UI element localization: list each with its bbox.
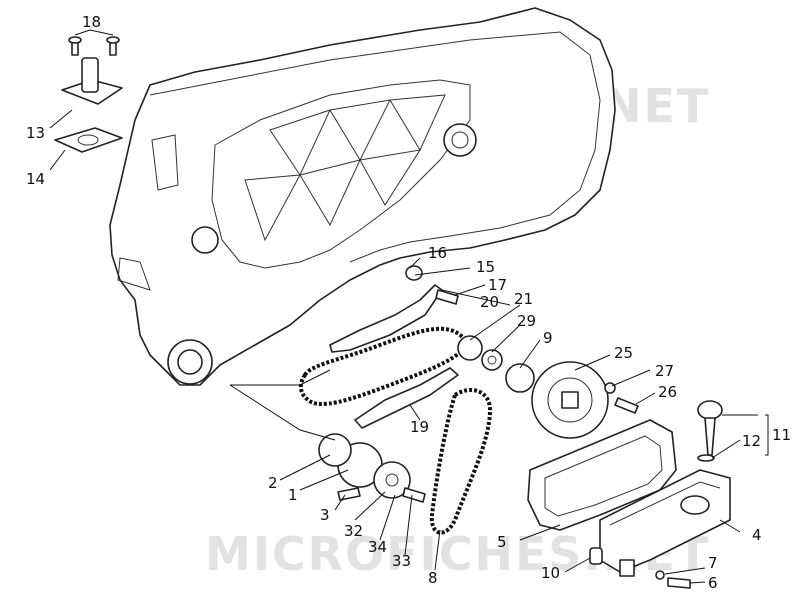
leader-lines [49, 29, 769, 584]
callout-19: 19 [410, 418, 429, 436]
callout-15: 15 [476, 258, 495, 276]
callout-8: 8 [428, 569, 438, 587]
callout-29: 29 [517, 312, 536, 330]
callout-26: 26 [658, 383, 677, 401]
chain-tensioner-assembly [54, 36, 123, 153]
callout-3: 3 [320, 506, 330, 524]
callout-13: 13 [26, 124, 45, 142]
crankcase-housing [109, 7, 616, 386]
callout-6: 6 [708, 574, 718, 592]
gasket-2 [318, 433, 352, 467]
callout-32: 32 [344, 522, 363, 540]
washer-7 [655, 570, 665, 580]
callout-34: 34 [368, 538, 387, 556]
bolt-17 [435, 289, 459, 305]
sprocket-21 [457, 335, 483, 361]
callout-25: 25 [614, 344, 633, 362]
drive-chain-upper [298, 326, 468, 407]
bolt-33 [402, 487, 426, 503]
callout-27: 27 [655, 362, 674, 380]
callout-7: 7 [708, 554, 718, 572]
callout-4: 4 [752, 526, 762, 544]
callout-2: 2 [268, 474, 278, 492]
washer-27 [604, 382, 616, 394]
callout-17: 17 [488, 276, 507, 294]
callout-16: 16 [428, 244, 447, 262]
callout-11: 11 [772, 426, 791, 444]
bolt-26 [614, 397, 639, 414]
callout-20: 20 [480, 293, 499, 311]
bushing-16 [405, 265, 423, 281]
callout-14: 14 [26, 170, 45, 188]
sprocket-32 [373, 461, 411, 499]
drive-chain-lower [429, 388, 493, 535]
callout-5: 5 [497, 533, 507, 551]
washer-29 [481, 349, 503, 371]
callout-labels: 18 13 14 16 15 17 20 21 29 9 25 27 26 11… [26, 13, 791, 592]
callout-18: 18 [82, 13, 101, 31]
drain-bolt-6 [667, 577, 691, 589]
callout-1: 1 [288, 486, 298, 504]
bolt-3 [337, 487, 361, 501]
callout-12: 12 [742, 432, 761, 450]
gear-9 [505, 363, 535, 393]
chain-guide-upper [329, 284, 443, 353]
callout-33: 33 [392, 552, 411, 570]
dipstick-cap-11 [697, 400, 723, 420]
sump-gasket-5 [527, 419, 677, 531]
chain-guide-lower [354, 367, 459, 429]
callout-21: 21 [514, 290, 533, 308]
plug-10 [589, 547, 603, 565]
callout-9: 9 [543, 329, 553, 347]
callout-10: 10 [541, 564, 560, 582]
o-ring-12 [697, 454, 715, 462]
